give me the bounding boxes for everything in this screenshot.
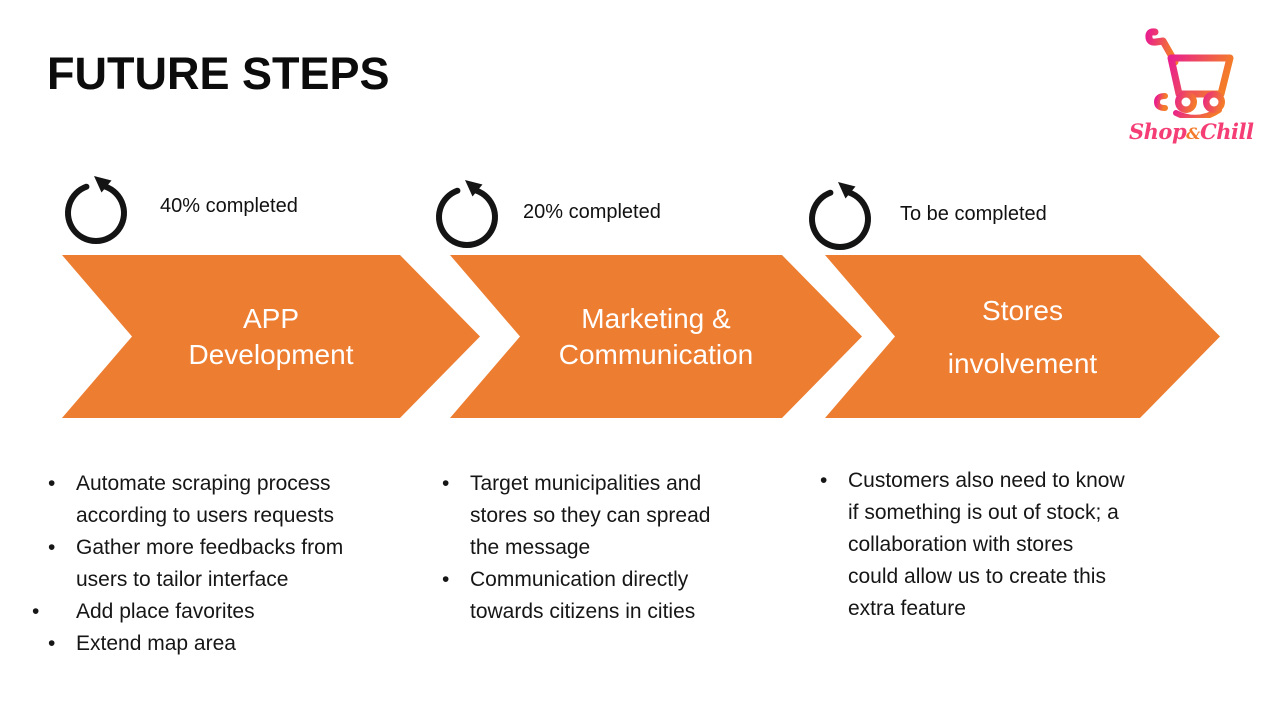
- shopping-cart-icon: [1138, 28, 1242, 122]
- chevron-arrow-stores-involvement: Stores involvement: [825, 255, 1220, 418]
- list-item: • Gather more feedbacks from users to ta…: [48, 532, 398, 596]
- chevron-arrow-marketing-communication: Marketing & Communication: [450, 255, 862, 418]
- bullet-marker: •: [442, 472, 450, 495]
- chevron-arrow-app-development: APP Development: [62, 255, 480, 418]
- bullet-text: Communication directly towards citizens …: [470, 568, 696, 623]
- progress-label-marketing: 20% completed: [523, 201, 661, 223]
- progress-label-stores: To be completed: [900, 203, 1047, 225]
- list-item: • Extend map area: [48, 628, 398, 660]
- progress-label-app: 40% completed: [160, 195, 298, 217]
- list-item: • Automate scraping process according to…: [48, 468, 398, 532]
- refresh-icon: [60, 170, 132, 250]
- page-title: FUTURE STEPS: [47, 48, 390, 99]
- bullet-text: Gather more feedbacks from users to tail…: [76, 536, 344, 591]
- bullet-list-stores-involvement: • Customers also need to know if somethi…: [820, 465, 1160, 625]
- brand-ampersand: &: [1186, 124, 1201, 143]
- bullet-marker: •: [820, 469, 828, 492]
- bullet-text: Target municipalities and stores so they…: [470, 472, 711, 559]
- brand-word2: Chill: [1200, 119, 1254, 144]
- bullet-marker: •: [48, 536, 56, 559]
- list-item: • Customers also need to know if somethi…: [820, 465, 1160, 625]
- bullet-text: Extend map area: [76, 632, 236, 655]
- bullet-text: Automate scraping process according to u…: [76, 472, 334, 527]
- list-item: • Add place favorites: [32, 596, 398, 628]
- bullet-list-marketing-communication: • Target municipalities and stores so th…: [442, 468, 762, 628]
- brand-logo: Shop&Chill: [1129, 18, 1254, 145]
- bullet-marker: •: [48, 632, 56, 655]
- bullet-marker: •: [48, 472, 56, 495]
- bullet-text: Customers also need to know if something…: [848, 469, 1125, 620]
- bullet-marker: •: [32, 600, 40, 623]
- list-item: • Communication directly towards citizen…: [442, 564, 762, 628]
- list-item: • Target municipalities and stores so th…: [442, 468, 762, 564]
- refresh-icon: [804, 176, 876, 256]
- refresh-icon: [431, 174, 503, 254]
- brand-name: Shop&Chill: [1129, 119, 1254, 145]
- bullet-text: Add place favorites: [76, 600, 255, 623]
- bullet-marker: •: [442, 568, 450, 591]
- bullet-list-app-development: • Automate scraping process according to…: [32, 468, 398, 660]
- brand-word1: Shop: [1129, 119, 1187, 144]
